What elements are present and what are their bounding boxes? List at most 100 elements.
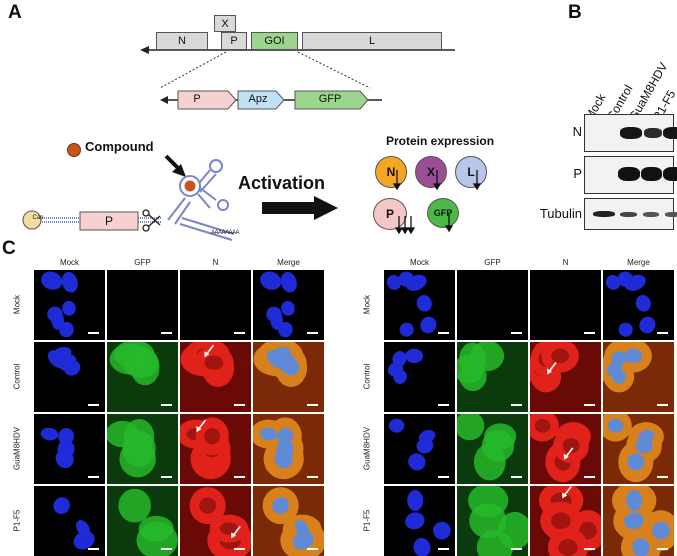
mrna-gene-p: P (104, 214, 113, 228)
scale-bar (161, 404, 172, 406)
expression-arrows-icon (392, 170, 482, 235)
scale-bar (88, 548, 99, 550)
micrograph-mock-merge (603, 270, 674, 340)
column-header-gfp: GFP (134, 258, 151, 267)
scale-bar (657, 404, 668, 406)
band (620, 212, 637, 217)
genome-gene-p: P (221, 32, 247, 50)
micrograph-p1-f5-merge (253, 486, 324, 556)
blot-label-tubulin: Tubulin (539, 206, 582, 221)
mrna-riboswitch (22, 154, 235, 241)
micrograph-p1-f5-n (530, 486, 601, 556)
scale-bar (307, 404, 318, 406)
scale-bar (584, 404, 595, 406)
column-header-mock: Mock (59, 258, 80, 267)
row-label-guam8hdv: GuaM8HDV (12, 426, 22, 471)
row-label-p1-f5: P1-F5 (362, 509, 372, 532)
column-header-mock: Mock (409, 258, 430, 267)
micrograph-p1-f5-merge (603, 486, 674, 556)
scale-bar (657, 476, 668, 478)
genome-gene-goi: GOI (251, 32, 298, 50)
scale-bar (584, 476, 595, 478)
micrograph-control-n (180, 342, 251, 412)
micrograph-p1-f5-gfp (107, 486, 178, 556)
micrograph-control-gfp (457, 342, 528, 412)
row-label-control: Control (12, 363, 22, 390)
blot-n (584, 114, 677, 152)
micrograph-mock-mock (34, 270, 105, 340)
micrograph-guam8hdv-gfp (457, 414, 528, 484)
protein-gfp: GFP (427, 198, 459, 228)
scale-bar (657, 332, 668, 334)
scale-bar (438, 332, 449, 334)
micrograph-control-n (530, 342, 601, 412)
micrograph-guam8hdv-n (180, 414, 251, 484)
scale-bar (234, 476, 245, 478)
micrograph-control-merge (253, 342, 324, 412)
protein-n: N (375, 156, 407, 188)
micrograph-mock-n (530, 270, 601, 340)
band (620, 127, 642, 139)
micrograph-guam8hdv-merge (603, 414, 674, 484)
scale-bar (511, 332, 522, 334)
scale-bar (438, 404, 449, 406)
panel-letter-c: C (2, 238, 16, 259)
micrograph-mock-n (180, 270, 251, 340)
scale-bar (88, 404, 99, 406)
reporter-gene-p: P (193, 93, 201, 105)
scale-bar (584, 548, 595, 550)
band (641, 167, 662, 181)
micrograph-mock-merge (253, 270, 324, 340)
row-label-mock: Mock (362, 294, 372, 315)
column-header-n: N (562, 258, 569, 267)
column-header-merge: Merge (627, 258, 650, 267)
micrograph-control-mock (34, 342, 105, 412)
blot-p (584, 156, 677, 194)
micrograph-guam8hdv-n (530, 414, 601, 484)
band (643, 212, 659, 217)
activation-arrow-icon (262, 196, 338, 220)
protein-l: L (455, 156, 487, 188)
micrograph-p1-f5-n (180, 486, 251, 556)
scale-bar (511, 548, 522, 550)
scale-bar (307, 548, 318, 550)
band (644, 128, 662, 138)
genome-gene-l: L (302, 32, 442, 50)
column-header-gfp: GFP (484, 258, 501, 267)
scale-bar (307, 332, 318, 334)
band (665, 212, 677, 217)
panel-b: Mock Control GuaM8HDV P1-F5 N P Tubulin (540, 0, 677, 240)
compound-label: Compound (85, 139, 154, 154)
scale-bar (438, 476, 449, 478)
scale-bar (511, 404, 522, 406)
scale-bar (234, 404, 245, 406)
expansion-lines (159, 51, 371, 89)
blot-tubulin (584, 198, 677, 230)
micrograph-guam8hdv-merge (253, 414, 324, 484)
micrograph-guam8hdv-gfp (107, 414, 178, 484)
band (663, 167, 677, 181)
micrograph-guam8hdv-mock (384, 414, 455, 484)
micrograph-guam8hdv-mock (34, 414, 105, 484)
micrograph-mock-gfp (457, 270, 528, 340)
scale-bar (234, 332, 245, 334)
activation-label: Activation (238, 173, 326, 193)
scale-bar (307, 476, 318, 478)
scale-bar (234, 548, 245, 550)
micrograph-mock-gfp (107, 270, 178, 340)
genome-gene-x: X (214, 15, 236, 32)
reporter-construct (160, 90, 382, 110)
panel-a: N X P GOI L P Apz GFP Compound (0, 0, 560, 241)
band (663, 127, 677, 139)
scale-bar (657, 548, 668, 550)
polya-tail: AAAAAAAA (211, 230, 240, 236)
band (618, 167, 640, 181)
micrograph-p1-f5-mock (34, 486, 105, 556)
reporter-gene-apz: Apz (248, 93, 268, 105)
scale-bar (511, 476, 522, 478)
genome-gene-n: N (156, 32, 208, 50)
scale-bar (161, 548, 172, 550)
